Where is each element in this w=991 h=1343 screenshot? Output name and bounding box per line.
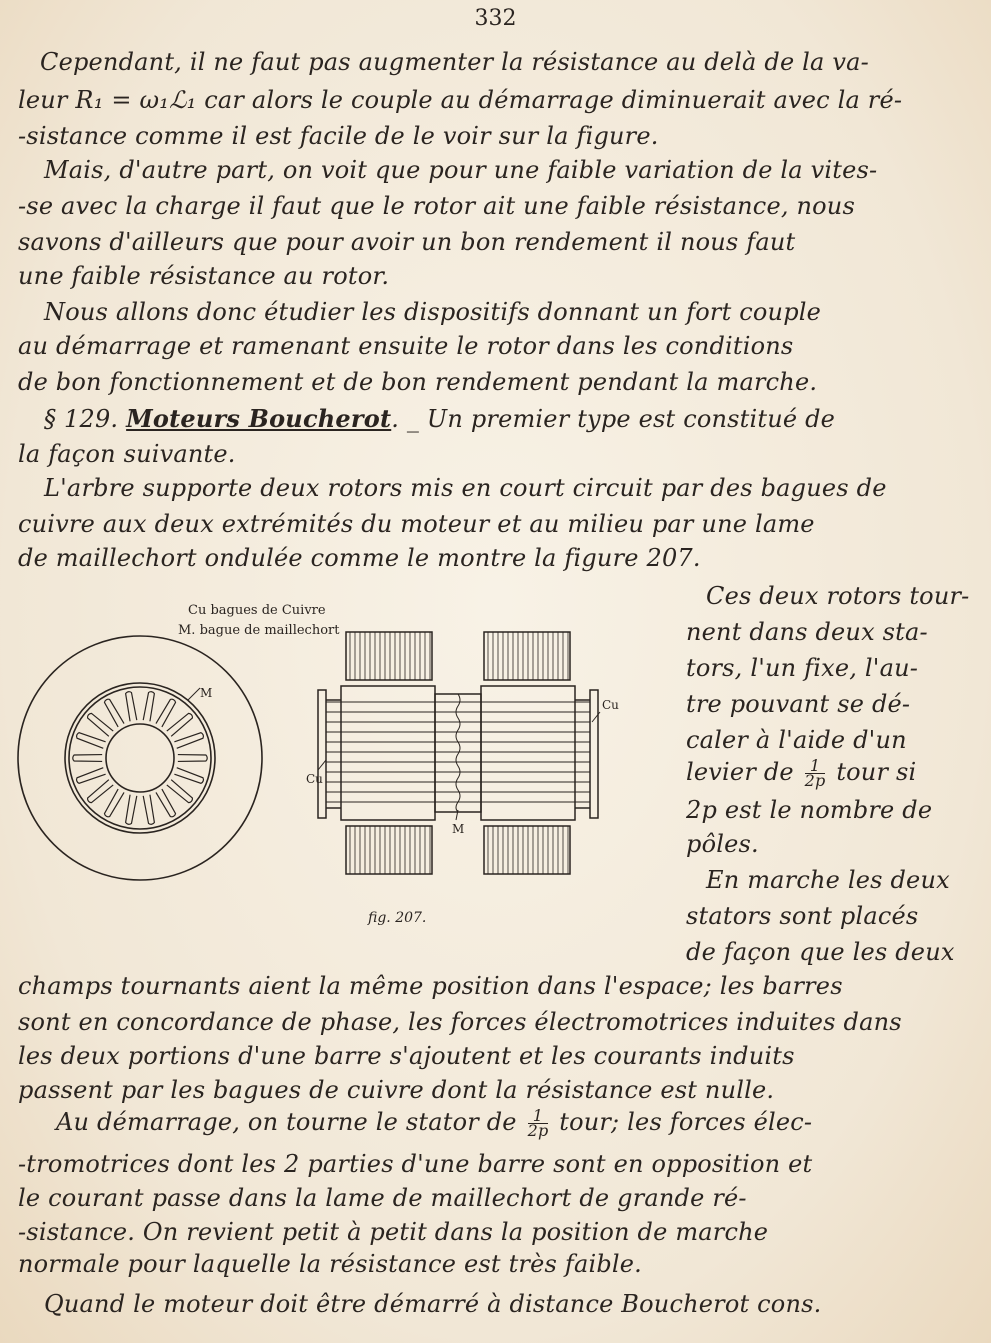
text-line: de façon que les deux	[686, 938, 955, 966]
text-line: de bon fonctionnement et de bon rendemen…	[18, 368, 818, 396]
text-line: sont en concordance de phase, les forces…	[18, 1008, 902, 1036]
section-heading-rest: . _ Un premier type est constitué de	[391, 405, 836, 433]
text-line: passent par les bagues de cuivre dont la…	[18, 1076, 775, 1104]
text-line: Nous allons donc étudier les dispositifs…	[44, 298, 822, 326]
rotor-slot	[72, 753, 103, 763]
rotor-slot	[166, 712, 194, 737]
label-M: M	[200, 686, 213, 700]
section-number: § 129.	[44, 405, 119, 433]
section-heading: § 129. Moteurs Boucherot. _ Un premier t…	[44, 404, 835, 433]
rotor-slot	[86, 712, 114, 737]
text-line: la façon suivante.	[18, 440, 236, 468]
stator-top-left	[345, 631, 433, 681]
text-fragment: levier de	[686, 758, 794, 786]
rotor-slot	[155, 698, 177, 728]
rotor-slot	[76, 732, 106, 749]
rotor-slot	[174, 732, 204, 749]
text-line: tors, l'un fixe, l'au-	[686, 654, 919, 682]
text-line: les deux portions d'une barre s'ajoutent…	[18, 1042, 795, 1070]
figure-legend: Cu bagues de Cuivre	[188, 603, 326, 618]
stator-bottom-right	[483, 825, 571, 875]
text-fragment: tour; les forces élec-	[559, 1108, 813, 1136]
fraction-denominator: 2p	[527, 1121, 549, 1140]
label-M: M	[452, 822, 465, 836]
figure-legend: M. bague de maillechort	[178, 623, 340, 638]
rotor-slot	[124, 691, 138, 722]
stator-top-right	[483, 631, 571, 681]
text-line: au démarrage et ramenant ensuite le roto…	[18, 332, 794, 360]
pointer-line	[187, 687, 201, 701]
page-number: 332	[474, 6, 517, 31]
text-line: -sistance comme il est facile de le voir…	[18, 122, 659, 150]
rotor-slot	[76, 767, 106, 784]
text-line: le courant passe dans la lame de maillec…	[18, 1184, 747, 1212]
text-line: Cependant, il ne faut pas augmenter la r…	[40, 48, 869, 76]
text-line: -tromotrices dont les 2 parties d'une ba…	[18, 1150, 813, 1178]
text-line: normale pour laquelle la résistance est …	[18, 1250, 642, 1278]
rotor-slot	[177, 753, 208, 763]
rotor-slot	[174, 767, 204, 784]
maillechort-blade	[455, 693, 461, 813]
rotor-slot	[124, 794, 138, 825]
rotor-slot	[155, 788, 177, 818]
text-line: leur R₁ = ω₁ℒ₁ car alors le couple au dé…	[18, 86, 903, 114]
rotor-left	[340, 685, 436, 821]
fraction-denominator: 2p	[804, 771, 826, 790]
text-line: L'arbre supporte deux rotors mis en cour…	[44, 474, 887, 502]
text-line: pôles.	[686, 830, 759, 858]
text-line: -se avec la charge il faut que le rotor …	[18, 192, 855, 220]
rotor-slot	[142, 691, 156, 722]
text-line: cuivre aux deux extrémités du moteur et …	[18, 510, 815, 538]
figure-caption: fig. 207.	[368, 910, 427, 926]
text-fragment: tour si	[836, 758, 917, 786]
rotor-slot	[86, 779, 114, 804]
end-ring-left	[317, 689, 327, 819]
text-line: -sistance. On revient petit à petit dans…	[18, 1218, 769, 1246]
rotor-cross-section	[17, 635, 263, 881]
text-line: nent dans deux sta-	[686, 618, 928, 646]
text-line: tre pouvant se dé-	[686, 690, 911, 718]
motor-longitudinal-view	[317, 631, 601, 875]
text-line: stators sont placés	[686, 902, 919, 930]
rotor-right	[480, 685, 576, 821]
text-line: champs tournants aient la même position …	[18, 972, 843, 1000]
rotor-slot	[166, 779, 194, 804]
rotor-slot	[103, 788, 125, 818]
text-fragment: Au démarrage, on tourne le stator de	[56, 1108, 517, 1136]
stator-bottom-left	[345, 825, 433, 875]
text-line: Mais, d'autre part, on voit que pour une…	[44, 156, 878, 184]
label-Cu: Cu	[602, 698, 619, 712]
end-ring-right	[589, 689, 599, 819]
text-line: En marche les deux	[706, 866, 950, 894]
text-line: savons d'ailleurs que pour avoir un bon …	[18, 228, 796, 256]
text-line: Quand le moteur doit être démarré à dist…	[44, 1290, 822, 1318]
section-title: Moteurs Boucherot	[126, 404, 392, 433]
label-Cu: Cu	[306, 772, 323, 786]
text-line: 2p est le nombre de	[686, 796, 933, 824]
text-line: Ces deux rotors tour-	[706, 582, 970, 610]
text-line: caler à l'aide d'un	[686, 726, 907, 754]
text-line: de maillechort ondulée comme le montre l…	[18, 544, 701, 572]
fraction-numerator: 1	[804, 757, 826, 774]
fraction-numerator: 1	[527, 1107, 549, 1124]
text-line: une faible résistance au rotor.	[18, 262, 390, 290]
rotor-slot	[103, 698, 125, 728]
rotor-slot	[142, 794, 156, 825]
